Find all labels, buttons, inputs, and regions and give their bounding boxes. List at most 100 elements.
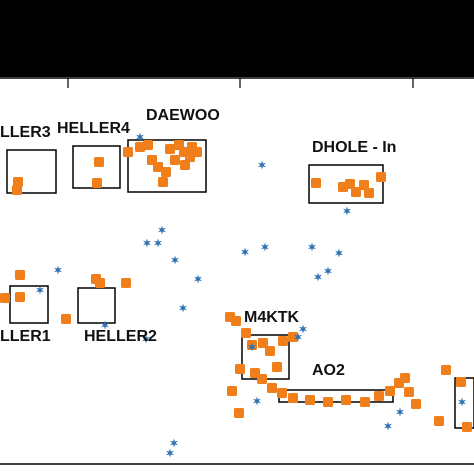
blue-point bbox=[194, 274, 202, 284]
orange-point bbox=[165, 144, 175, 154]
blue-point bbox=[170, 438, 178, 448]
region-box bbox=[6, 149, 57, 194]
orange-point bbox=[92, 178, 102, 188]
blue-point bbox=[154, 238, 162, 248]
orange-point bbox=[364, 188, 374, 198]
blue-point bbox=[294, 332, 302, 342]
blue-point bbox=[324, 266, 332, 276]
blue-point bbox=[253, 396, 261, 406]
orange-point bbox=[351, 187, 361, 197]
orange-point bbox=[434, 416, 444, 426]
orange-point bbox=[456, 377, 466, 387]
orange-point bbox=[400, 373, 410, 383]
blue-point bbox=[241, 247, 249, 257]
region-label: LLER1 bbox=[0, 328, 51, 345]
orange-point bbox=[360, 397, 370, 407]
blue-point bbox=[261, 242, 269, 252]
orange-point bbox=[241, 328, 251, 338]
orange-point bbox=[95, 278, 105, 288]
orange-series bbox=[0, 140, 472, 432]
blue-point bbox=[142, 334, 150, 344]
blue-point bbox=[258, 160, 266, 170]
orange-point bbox=[143, 140, 153, 150]
blue-point bbox=[248, 342, 256, 352]
orange-point bbox=[441, 365, 451, 375]
region-box bbox=[308, 164, 384, 204]
region-box bbox=[77, 287, 116, 324]
orange-point bbox=[359, 180, 369, 190]
blue-point bbox=[179, 303, 187, 313]
orange-point bbox=[462, 422, 472, 432]
orange-point bbox=[227, 386, 237, 396]
blue-series bbox=[36, 132, 466, 458]
orange-point bbox=[13, 177, 23, 187]
orange-point bbox=[15, 292, 25, 302]
orange-point bbox=[345, 179, 355, 189]
region-label: DAEWOO bbox=[146, 107, 220, 124]
orange-point bbox=[231, 316, 241, 326]
orange-point bbox=[257, 374, 267, 384]
blue-point bbox=[158, 225, 166, 235]
orange-point bbox=[376, 172, 386, 182]
orange-point bbox=[121, 278, 131, 288]
blue-point bbox=[458, 397, 466, 407]
orange-point bbox=[385, 386, 395, 396]
orange-point bbox=[192, 147, 202, 157]
blue-point bbox=[299, 324, 307, 334]
orange-point bbox=[12, 185, 22, 195]
blue-point bbox=[171, 255, 179, 265]
orange-point bbox=[288, 393, 298, 403]
orange-point bbox=[161, 167, 171, 177]
orange-point bbox=[153, 162, 163, 172]
orange-point bbox=[305, 395, 315, 405]
blue-point bbox=[335, 248, 343, 258]
blue-point bbox=[101, 320, 109, 330]
orange-point bbox=[123, 147, 133, 157]
orange-point bbox=[272, 362, 282, 372]
blue-point bbox=[136, 132, 144, 142]
region-label: DHOLE - In bbox=[312, 139, 396, 156]
region-label: HELLER2 bbox=[84, 328, 157, 345]
orange-point bbox=[0, 293, 10, 303]
orange-point bbox=[15, 270, 25, 280]
orange-point bbox=[267, 383, 277, 393]
orange-point bbox=[158, 177, 168, 187]
blue-point bbox=[143, 238, 151, 248]
axis-layer bbox=[0, 77, 474, 465]
blue-point bbox=[314, 272, 322, 282]
orange-point bbox=[288, 332, 298, 342]
blue-point bbox=[384, 421, 392, 431]
orange-point bbox=[234, 408, 244, 418]
orange-point bbox=[277, 388, 287, 398]
orange-point bbox=[311, 178, 321, 188]
blue-point bbox=[166, 448, 174, 458]
blue-point bbox=[396, 407, 404, 417]
orange-point bbox=[341, 395, 351, 405]
orange-point bbox=[278, 336, 288, 346]
region-box bbox=[127, 139, 207, 193]
orange-point bbox=[374, 391, 384, 401]
orange-point bbox=[258, 338, 268, 348]
region-label: HELLER4 bbox=[57, 120, 130, 137]
blue-point bbox=[36, 285, 44, 295]
region-label: AO2 bbox=[312, 362, 345, 379]
orange-point bbox=[170, 155, 180, 165]
orange-point bbox=[61, 314, 71, 324]
orange-point bbox=[235, 364, 245, 374]
region-box bbox=[9, 285, 49, 324]
orange-point bbox=[180, 160, 190, 170]
header-band bbox=[0, 0, 474, 77]
region-labels: LLER3 HELLER4 DAEWOO DHOLE - In LLER1 HELLER2… bbox=[0, 107, 396, 379]
orange-point bbox=[411, 399, 421, 409]
blue-point bbox=[343, 206, 351, 216]
orange-point bbox=[265, 346, 275, 356]
blue-point bbox=[308, 242, 316, 252]
orange-point bbox=[135, 142, 145, 152]
region-label: M4KTK bbox=[244, 309, 300, 326]
orange-point bbox=[323, 397, 333, 407]
region-label: LLER3 bbox=[0, 124, 51, 141]
orange-point bbox=[94, 157, 104, 167]
blue-point bbox=[54, 265, 62, 275]
orange-point bbox=[404, 387, 414, 397]
